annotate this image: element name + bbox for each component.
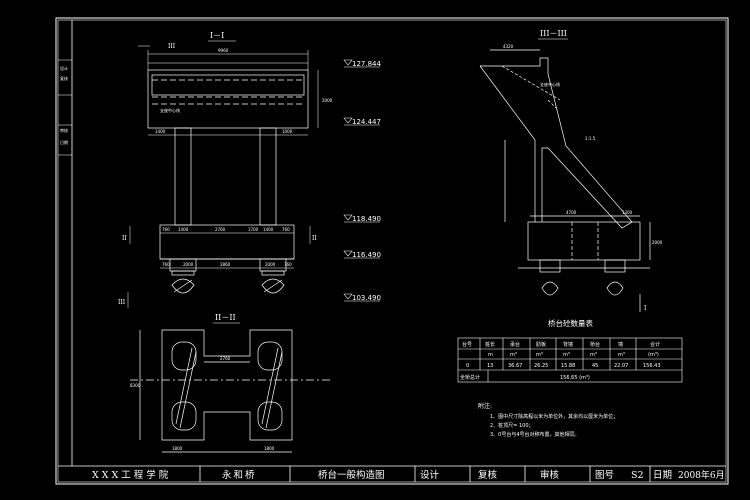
label-bearing-center-2: 支座中心线	[540, 81, 560, 87]
dim-plan-left: 1800	[172, 446, 183, 451]
table-unit: m³	[590, 352, 597, 358]
dim-pier-col: 1000	[282, 129, 293, 134]
dim-base-seg-6: 760	[282, 227, 290, 232]
quantity-table: 桥台砼数量表 台号 桩长 承台 肋板 背墙 桥台 墙 合计 m m	[457, 318, 683, 383]
table-unit: m	[488, 352, 493, 358]
table-header: 背墙	[563, 341, 573, 348]
table-unit: (m³)	[648, 352, 659, 358]
dim-side-base: 4700	[566, 210, 577, 215]
table-cell: 45	[592, 363, 598, 369]
table-header: 合计	[650, 341, 660, 348]
dim-top-width: 9960	[218, 48, 229, 53]
title-design: 设计	[420, 469, 440, 481]
title-check: 复核	[478, 469, 498, 481]
table-header: 桩长	[485, 341, 495, 348]
elevation-4: 116.490	[352, 251, 381, 259]
dim-pile-seg-1: 760	[162, 262, 170, 267]
table-cell: 22.07	[614, 363, 628, 369]
title-institute: XXX工程学院	[92, 469, 171, 481]
side-label-check: 复核	[60, 75, 68, 81]
dim-pile-seg-4: 2000	[265, 262, 276, 267]
dim-pile-seg-2: 2000	[183, 262, 194, 267]
dim-base-seg-2: 1400	[178, 227, 189, 232]
dim-plan-height: 8300	[130, 383, 141, 388]
title-number-label: 图号	[595, 470, 614, 481]
notes-item: 1、图中尺寸除高程以米为单位外，其余均以厘米为单位；	[490, 413, 618, 420]
title-project: 永和桥	[222, 469, 257, 481]
table-header: 肋板	[536, 341, 546, 348]
table-cell: 26.25	[534, 363, 548, 369]
table-cell: 36.67	[508, 363, 522, 369]
elevation-markers: 127.844 124.447 118.490 116.490 103.490	[343, 59, 381, 302]
table-unit: m³	[618, 352, 625, 358]
title-drawing: 桥台一般构造图	[318, 469, 385, 481]
table-header: 台号	[462, 341, 472, 348]
dim-slope: 1:1.5	[585, 136, 596, 141]
label-bearing-center: 支座中心线	[160, 107, 180, 113]
table-unit: m³	[536, 352, 543, 358]
table-header: 桥台	[590, 341, 600, 348]
elevation-3: 118.490	[352, 215, 381, 223]
dim-base-seg-5: 1400	[263, 227, 274, 232]
dim-side-top: 4320	[503, 44, 514, 49]
table-title: 桥台砼数量表	[548, 318, 593, 328]
elevation-1: 127.844	[352, 60, 381, 68]
dim-pile-seg-5: 760	[284, 262, 292, 267]
dim-base-seg-1: 760	[162, 227, 170, 232]
dim-side-height: 2000	[652, 240, 663, 245]
table-unit: m³	[510, 352, 517, 358]
notes-item: 2、桩顶尺= 100；	[490, 422, 534, 429]
side-label-design: 设计	[60, 65, 68, 71]
title-date-label: 日期	[653, 470, 672, 481]
title-number: S2	[631, 470, 644, 481]
table-cell: 156.43	[643, 363, 661, 369]
cut-mark-ii-left: II	[122, 235, 127, 242]
cut-mark-i: I	[644, 305, 647, 312]
title-review: 审核	[540, 469, 560, 481]
dim-pile-seg-3: 2860	[220, 262, 231, 267]
view-title-1: I－I	[210, 31, 224, 40]
table-total-value: 156.65 (m³)	[560, 375, 590, 381]
side-label-date: 日期	[60, 139, 68, 145]
cut-mark-iii-top: III	[168, 43, 176, 50]
table-header: 墙	[618, 341, 623, 348]
table-cell: 13	[487, 363, 493, 369]
view-section-1: I－I	[118, 31, 333, 308]
dim-plan-right: 1800	[264, 446, 275, 451]
elevation-5: 103.490	[352, 294, 381, 302]
notes-item: 3、0号台与4号台对称布置，其他相同。	[490, 431, 580, 438]
table-total-label: 全桥总计	[460, 374, 480, 381]
elevation-2: 124.447	[352, 118, 381, 126]
notes-block: 附注: 1、图中尺寸除高程以米为单位外，其余均以厘米为单位； 2、桩顶尺= 10…	[478, 402, 618, 438]
table-cell: 0	[466, 363, 469, 369]
drawing-frame	[55, 17, 729, 485]
cut-mark-iii-bottom: III	[118, 299, 126, 306]
dim-cap-height: 2000	[322, 98, 333, 103]
dim-base-seg-4: 1700	[248, 227, 259, 232]
dim-base-seg-3: 2760	[215, 227, 226, 232]
view-title-3: III－III	[540, 29, 567, 38]
title-date: 2008年6月	[678, 469, 725, 481]
table-unit: m³	[563, 352, 570, 358]
cut-mark-ii-right: II	[312, 235, 317, 242]
dim-col-left: 1400	[155, 129, 166, 134]
notes-heading: 附注:	[478, 402, 492, 410]
side-labels: 设计 复核 审核 日期	[60, 65, 68, 145]
view-section-3: III－III 4320 4700 1300 2000 1:1.5 支	[479, 29, 663, 312]
side-label-review: 审核	[60, 127, 68, 133]
table-cell: 15.88	[561, 363, 575, 369]
dim-side-right: 1300	[622, 210, 633, 215]
dim-plan-gap: 2760	[220, 356, 231, 361]
table-header: 承台	[510, 341, 520, 348]
title-block: XXX工程学院 永和桥 桥台一般构造图 设计 复核 审核 图号 S2 日期 20…	[92, 466, 725, 482]
view-section-2: II－II 8300 2760 1800 1800	[130, 313, 330, 453]
view-title-2: II－II	[215, 313, 236, 322]
